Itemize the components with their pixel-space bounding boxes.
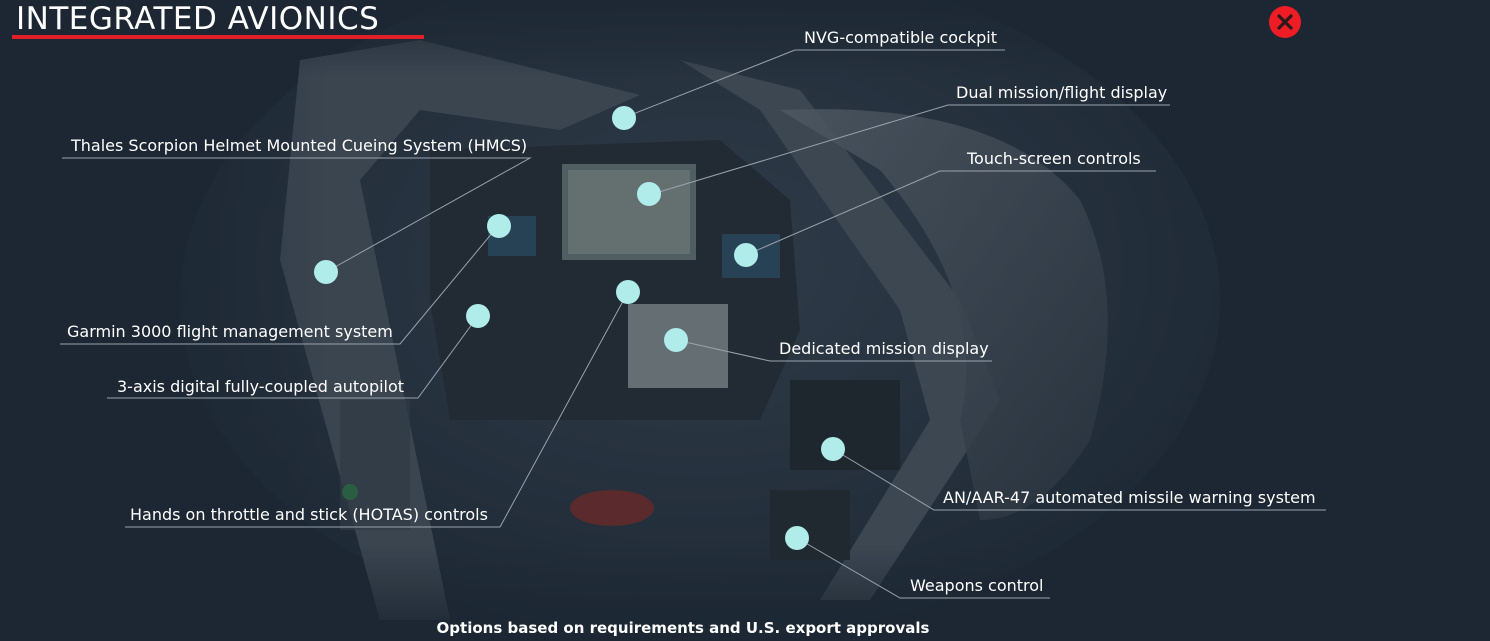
hotspot-weapons[interactable]: [785, 526, 809, 550]
label-hotas[interactable]: Hands on throttle and stick (HOTAS) cont…: [130, 505, 488, 524]
label-dedicated-mission-display[interactable]: Dedicated mission display: [779, 339, 989, 358]
close-button[interactable]: [1269, 6, 1301, 38]
hotspot-autopilot[interactable]: [466, 304, 490, 328]
label-dual-mission-display[interactable]: Dual mission/flight display: [956, 83, 1168, 102]
label-touch-screen-controls[interactable]: Touch-screen controls: [967, 149, 1141, 168]
leader-mission-display: [675, 339, 992, 362]
hotspot-missile-warning[interactable]: [821, 437, 845, 461]
leader-hmcs: [62, 157, 532, 273]
hotspot-mission-display[interactable]: [664, 328, 688, 352]
footnote: Options based on requirements and U.S. e…: [436, 619, 930, 637]
hotspot-dual-display[interactable]: [637, 182, 661, 206]
label-weapons-control[interactable]: Weapons control: [910, 576, 1044, 595]
leader-nvg: [622, 49, 1005, 119]
title-underline: [12, 35, 424, 39]
leader-missile-warning: [832, 448, 1326, 511]
hotspot-hmcs[interactable]: [314, 260, 338, 284]
leader-weapons: [796, 537, 1050, 599]
page-title: INTEGRATED AVIONICS: [16, 1, 380, 37]
leader-autopilot: [107, 315, 479, 399]
label-autopilot[interactable]: 3-axis digital fully-coupled autopilot: [117, 377, 405, 396]
leader-dual-display: [648, 104, 1170, 196]
label-nvg-compatible-cockpit[interactable]: NVG-compatible cockpit: [804, 28, 997, 47]
close-icon: [1277, 14, 1293, 30]
label-garmin-fms[interactable]: Garmin 3000 flight management system: [67, 322, 393, 341]
hotspot-touch-screen[interactable]: [734, 243, 758, 267]
label-hmcs[interactable]: Thales Scorpion Helmet Mounted Cueing Sy…: [71, 136, 528, 155]
hotspot-garmin[interactable]: [487, 214, 511, 238]
leader-hotas: [125, 291, 629, 528]
leader-garmin: [60, 225, 499, 345]
leader-touch-screen: [745, 170, 1156, 256]
label-missile-warning[interactable]: AN/AAR-47 automated missile warning syst…: [943, 488, 1316, 507]
hotspot-nvg[interactable]: [612, 106, 636, 130]
hotspot-hotas[interactable]: [616, 280, 640, 304]
